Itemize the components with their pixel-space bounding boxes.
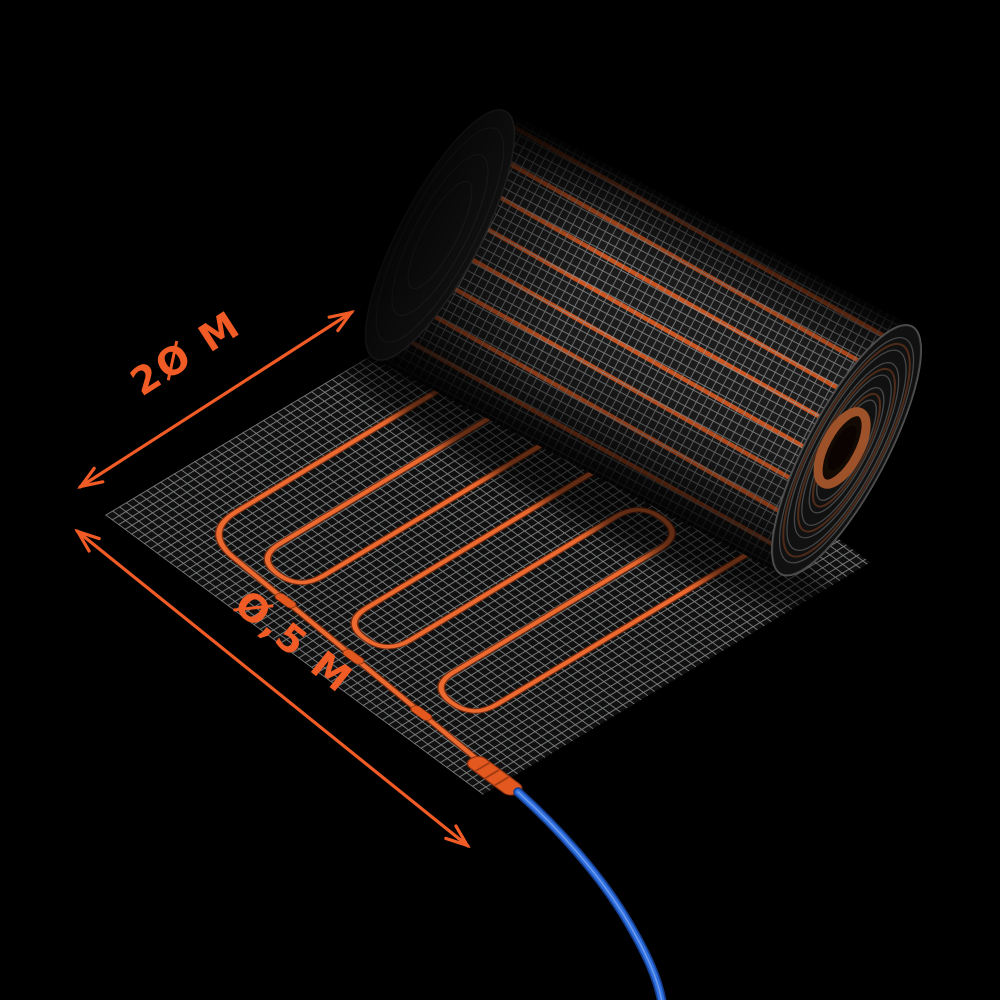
connector-ribs: [474, 762, 510, 786]
cable-couplers: [274, 592, 433, 721]
cold-lead-highlight: [517, 791, 663, 1000]
roll-right-end: [771, 324, 922, 577]
spiral-cable-layer: [782, 342, 911, 558]
length-dimension-arrow: [74, 304, 358, 495]
roll-core-hole: [827, 425, 857, 471]
cable-coupler: [410, 705, 433, 721]
cable-coupler: [342, 649, 365, 665]
heating-mat-roll: [327, 83, 922, 577]
roll-end-fade: [327, 83, 641, 434]
dimension-annotations: [71, 304, 474, 854]
cold-lead-cable: [513, 787, 667, 1000]
length-arrow-line: [78, 310, 354, 489]
width-dimension-arrow: [71, 523, 474, 854]
width-arrow-line: [75, 529, 470, 848]
cable-coupler: [274, 592, 297, 609]
